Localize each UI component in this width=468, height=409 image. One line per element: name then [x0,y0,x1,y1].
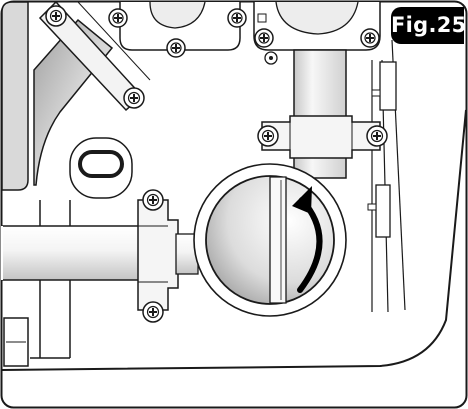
screw-icon [227,8,247,28]
diagonal-bracket [38,0,144,112]
screw-icon [108,8,128,28]
figure-label-badge: Fig.25 [391,7,466,44]
screw-icon [254,28,274,48]
vertical-pipe [293,49,347,179]
screw-icon [360,28,380,48]
screw-icon [142,301,164,323]
rotation-arrow-icon [292,186,323,293]
horizontal-pipe [1,225,143,281]
screw-icon [142,189,164,211]
cap-slot [269,176,287,304]
screw-icon [166,38,186,58]
screw-icon [45,5,67,27]
screw-icon [123,87,145,109]
cabinet-edge [1,109,467,371]
oval-slot [78,150,124,178]
screw-icon [366,125,388,147]
screw-icon [257,125,279,147]
left-panel [1,1,29,191]
